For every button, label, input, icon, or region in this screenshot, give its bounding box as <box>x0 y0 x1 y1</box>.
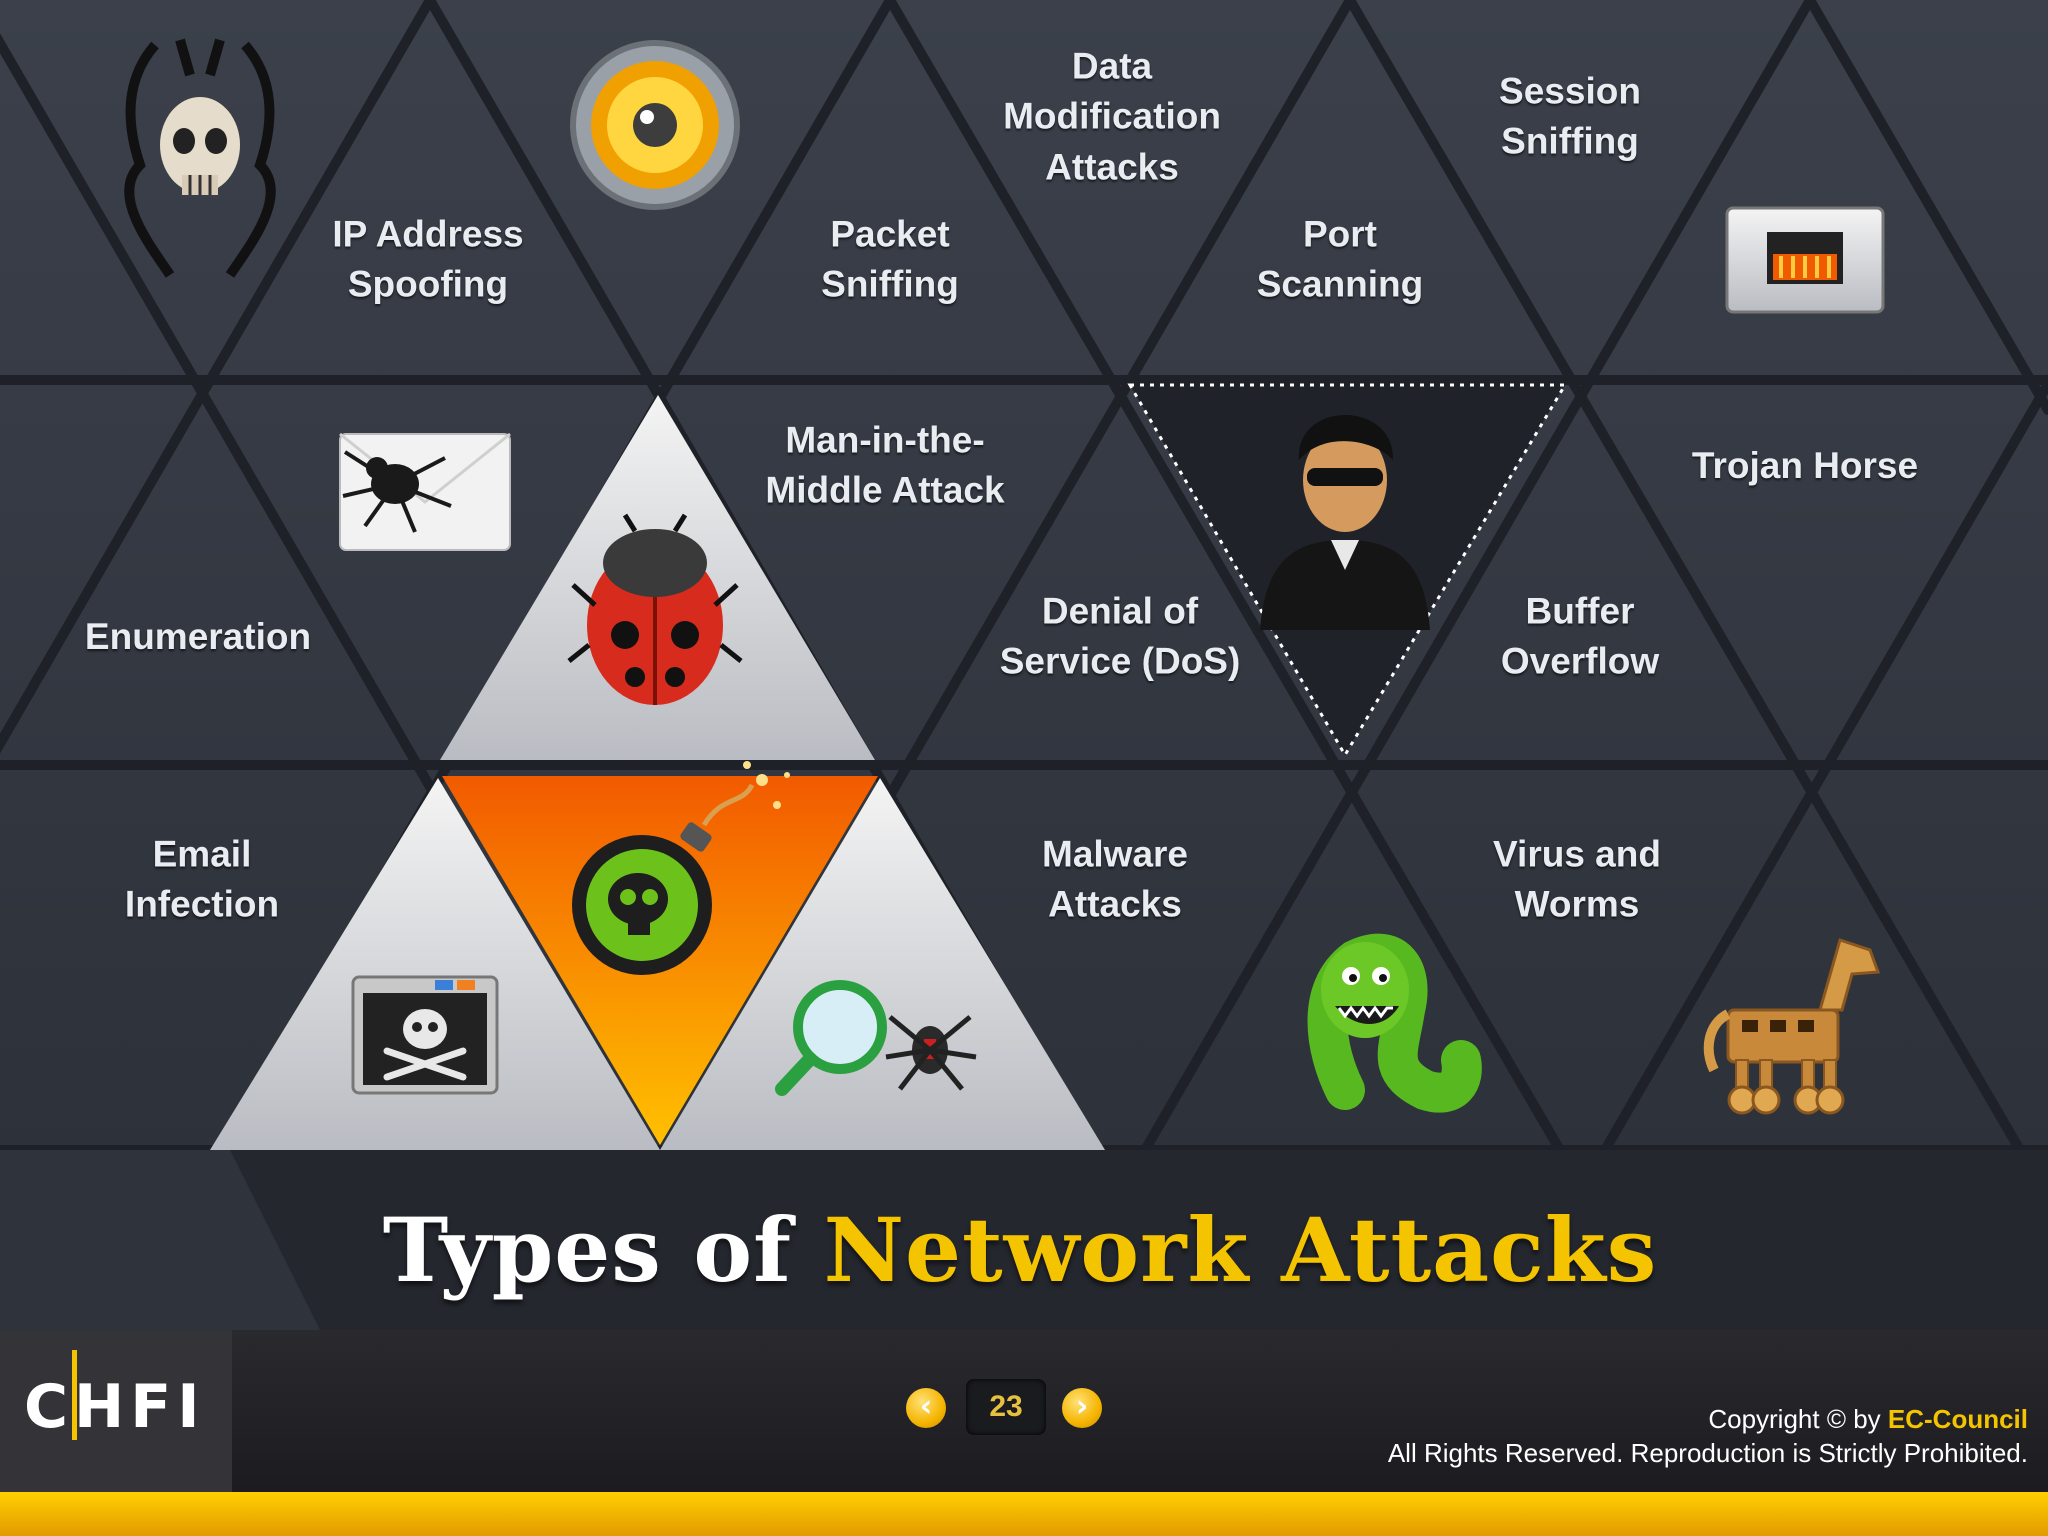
slide-title-part1: Types of <box>382 1198 824 1302</box>
previous-slide-button[interactable]: ‹ <box>906 1388 946 1428</box>
copyright-line: Copyright © by EC-Council <box>1388 1402 2028 1436</box>
eye-porthole-icon <box>570 40 740 210</box>
attack-label-data-modification: Data Modification Attacks <box>1003 45 1221 188</box>
magnifier-spider-icon <box>775 980 977 1096</box>
hacker-icon <box>1260 415 1430 630</box>
page-number: 23 <box>966 1379 1046 1435</box>
chfi-logo: CHFI <box>24 1372 206 1442</box>
spider-mail-icon <box>339 432 511 551</box>
ec-council-brand: EC-Council <box>1887 1404 2028 1434</box>
rights-line: All Rights Reserved. Reproduction is Str… <box>1387 1438 2028 1468</box>
attack-label-denial-of-service: Denial of Service (DoS) <box>999 590 1241 682</box>
bomb-icon <box>572 761 790 975</box>
attack-label-malware-attacks: Malware Attacks <box>1041 833 1189 925</box>
attack-label-email-infection: Email Infection <box>124 833 280 925</box>
trojan-horse-icon <box>1703 938 1881 1115</box>
attack-label-buffer-overflow: Buffer Overflow <box>1500 590 1660 682</box>
highlight-triangle-right <box>660 778 1105 1150</box>
copyright-notice: Copyright © by EC-Council All Rights Res… <box>1388 1402 2028 1470</box>
attack-label-trojan-horse: Trojan Horse <box>1691 444 1919 486</box>
ladybug-icon <box>567 513 743 705</box>
attack-label-enumeration: Enumeration <box>84 615 312 657</box>
slide-title-part2: Network Attacks <box>823 1198 1658 1302</box>
attack-label-session-sniffing: Session Sniffing <box>1499 70 1641 162</box>
worm-icon <box>1307 933 1482 1113</box>
attack-label-virus-and-worms: Virus and Worms <box>1493 833 1661 925</box>
copyright-prefix: Copyright © by <box>1708 1404 1888 1434</box>
attack-label-port-scanning: Port Scanning <box>1256 213 1424 305</box>
attack-label-man-in-the-middle: Man-in-the- Middle Attack <box>765 419 1005 511</box>
skull-icon <box>124 38 276 278</box>
attack-label-packet-sniffing: Packet Sniffing <box>821 213 959 305</box>
skull-window-icon <box>351 975 499 1095</box>
next-slide-button[interactable]: › <box>1062 1388 1102 1428</box>
logo-accent-bar <box>72 1350 77 1440</box>
slide-title: Types of Network Attacks <box>383 1198 1657 1302</box>
firewall-icon <box>1725 206 1885 314</box>
attack-label-ip-address-spoofing: IP Address Spoofing <box>332 213 524 305</box>
highlight-triangle-left <box>210 778 660 1150</box>
